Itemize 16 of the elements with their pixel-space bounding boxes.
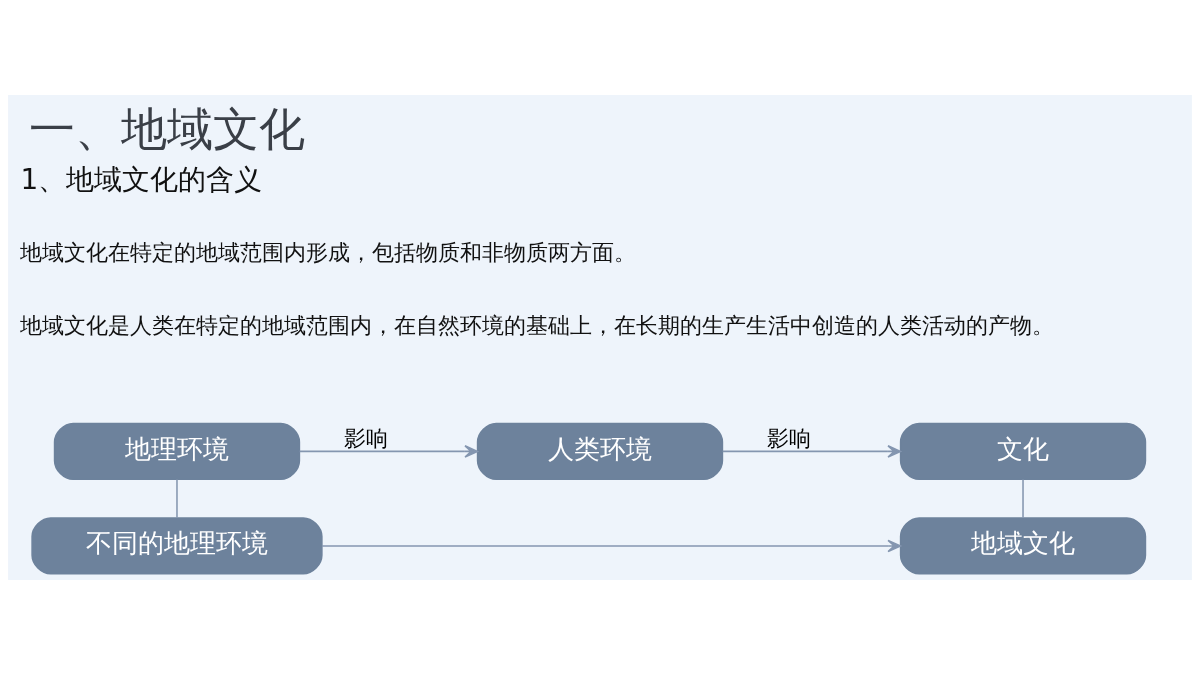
arrow [721,445,902,458]
connector [1022,478,1024,519]
node-box: 文化 [899,422,1147,481]
connector [176,478,178,519]
arrow [298,445,479,458]
node-box: 地理环境 [53,422,301,481]
node-box: 不同的地理环境 [31,517,323,575]
edge-label: 影响 [767,425,812,451]
arrow [321,539,902,553]
label: 地域文化是人类在特定的地域范围内，在自然环境的基础上，在长期的生产生活中创造的人类活动的产物。 [20,313,1055,339]
label: 1、地域文化的含义 [20,162,263,196]
node-box: 地域文化 [899,517,1147,575]
edge-label: 影响 [344,425,389,451]
label: 地域文化在特定的地域范围内形成，包括物质和非物质两方面。 [20,240,637,266]
node-box: 人类环境 [476,422,724,481]
diagram-title: 一、地域文化 [28,101,305,156]
